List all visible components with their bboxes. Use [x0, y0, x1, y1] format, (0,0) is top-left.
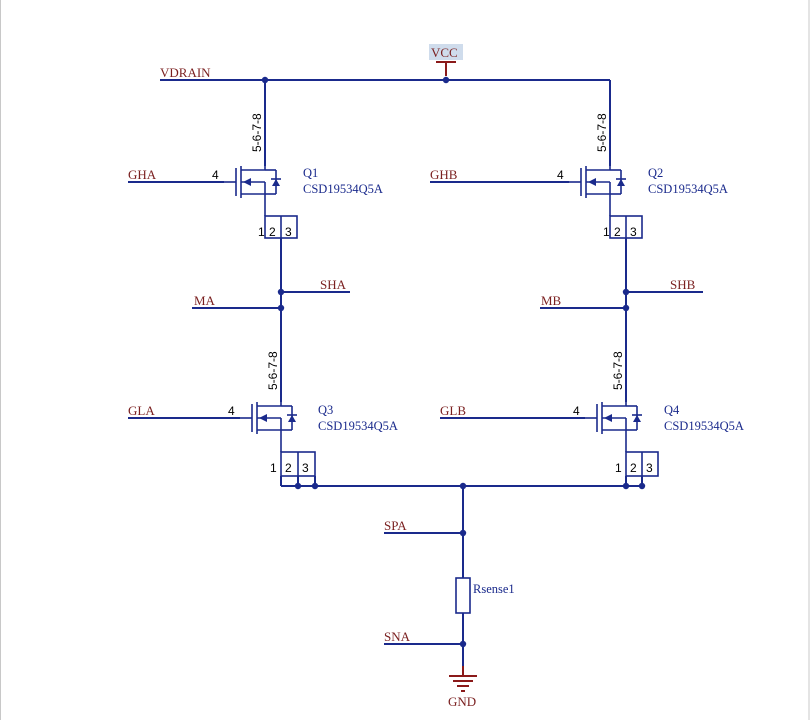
q4-source-pin-3: 3 [646, 461, 653, 475]
top-rail [160, 76, 610, 84]
q4-drain-pins: 5-6-7-8 [611, 351, 625, 390]
mosfet-q3[interactable]: 5-6-7-8 GLA 4 1 2 3 Q3 CSD19534Q5A [128, 351, 398, 477]
ma-label: MA [194, 293, 216, 308]
q3-designator: Q3 [318, 403, 333, 417]
vcc-power-port[interactable]: VCC [429, 44, 463, 76]
sna-label: SNA [384, 629, 411, 644]
q2-part-number: CSD19534Q5A [648, 182, 728, 196]
gla-label: GLA [128, 403, 155, 418]
sense-branch [384, 486, 467, 676]
shb-label: SHB [670, 277, 696, 292]
mosfet-q2[interactable]: 5-6-7-8 GHB 4 1 2 3 Q2 CSD19534Q5A [430, 80, 728, 239]
q1-source-pin-1: 1 [258, 225, 265, 239]
q2-gate-pin: 4 [557, 168, 564, 182]
rsense1-designator: Rsense1 [473, 582, 515, 596]
q2-drain-pins: 5-6-7-8 [595, 113, 609, 152]
q4-source-pin-2: 2 [630, 461, 637, 475]
vcc-label: VCC [431, 45, 458, 60]
glb-label: GLB [440, 403, 466, 418]
q3-source-pin-2: 2 [285, 461, 292, 475]
bottom-rail [280, 476, 646, 490]
vdrain-label: VDRAIN [160, 65, 211, 80]
q1-source-pin-2: 2 [269, 225, 276, 239]
q1-source-pin-3: 3 [285, 225, 292, 239]
q4-designator: Q4 [664, 403, 680, 417]
mb-label: MB [541, 293, 562, 308]
mosfet-q1[interactable]: 5-6-7-8 GHA 4 1 2 3 Q1 CSD19534Q5A [128, 80, 383, 239]
q4-gate-pin: 4 [573, 404, 580, 418]
gnd-label: GND [448, 694, 476, 709]
node-b [540, 238, 703, 402]
q3-part-number: CSD19534Q5A [318, 419, 398, 433]
sha-label: SHA [320, 277, 347, 292]
q4-source-pin-1: 1 [615, 461, 622, 475]
gnd-power-port[interactable]: GND [448, 666, 477, 709]
q2-source-pin-3: 3 [630, 225, 637, 239]
resistor-rsense1[interactable]: Rsense1 [455, 577, 515, 614]
q1-designator: Q1 [303, 166, 318, 180]
q1-gate-pin: 4 [212, 168, 219, 182]
q2-designator: Q2 [648, 166, 663, 180]
q2-source-pin-1: 1 [603, 225, 610, 239]
spa-label: SPA [384, 518, 407, 533]
q3-drain-pins: 5-6-7-8 [266, 351, 280, 390]
gha-label: GHA [128, 167, 157, 182]
ghb-label: GHB [430, 167, 458, 182]
q2-source-pin-2: 2 [614, 225, 621, 239]
q3-source-pin-3: 3 [302, 461, 309, 475]
q3-gate-pin: 4 [228, 404, 235, 418]
mosfet-q4[interactable]: 5-6-7-8 GLB 4 1 2 3 Q4 CSD19534Q5A [440, 351, 744, 477]
q1-drain-pins: 5-6-7-8 [250, 113, 264, 152]
q4-part-number: CSD19534Q5A [664, 419, 744, 433]
q3-source-pin-1: 1 [270, 461, 277, 475]
q1-part-number: CSD19534Q5A [303, 182, 383, 196]
node-a [192, 238, 350, 402]
